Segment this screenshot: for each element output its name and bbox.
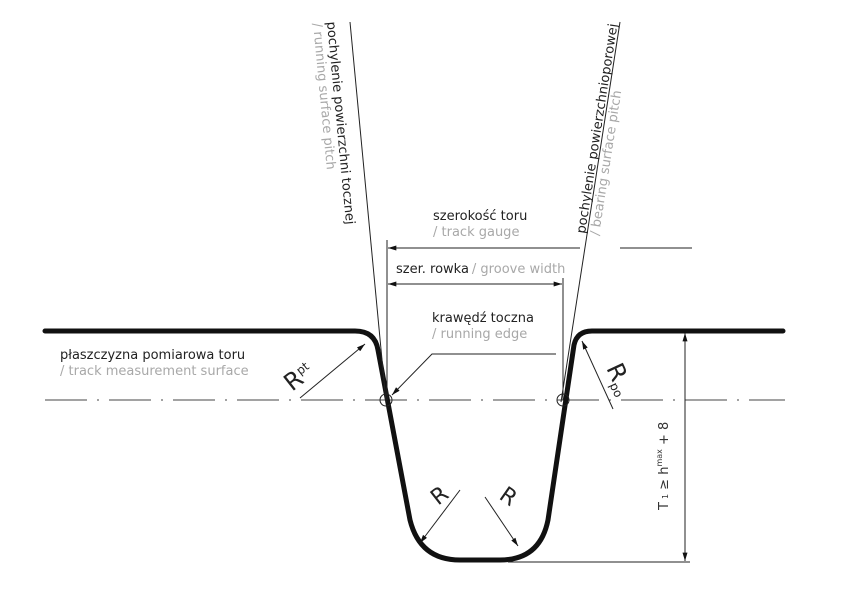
radius-left-label: R bbox=[426, 482, 453, 511]
running-edge-label: krawędź toczna bbox=[432, 311, 534, 326]
running-edge-point-left bbox=[379, 393, 393, 407]
radius-right-arrow bbox=[484, 496, 519, 547]
rail-profile bbox=[42, 328, 786, 563]
depth-formula: T1 ≥ hmax + 8 bbox=[655, 422, 672, 511]
radius-po-arrow bbox=[581, 340, 614, 410]
radius-right-label: R bbox=[495, 482, 522, 511]
radius-left-arrow bbox=[419, 489, 461, 544]
running-pitch-line bbox=[349, 21, 387, 403]
radius-pt-label: Rpt bbox=[278, 357, 318, 397]
running-edge-label-en: / running edge bbox=[432, 327, 527, 342]
groove-width-label: szer. rowka/ groove width bbox=[396, 262, 565, 277]
track-gauge-label: szerokość toru bbox=[433, 209, 527, 224]
track-gauge-label-en: / track gauge bbox=[433, 225, 519, 240]
running-edge-point-right bbox=[556, 393, 570, 407]
bearing-pitch-line bbox=[560, 21, 621, 403]
running-edge-leader bbox=[391, 353, 556, 396]
measurement-surface-label: płaszczyzna pomiarowa toru bbox=[60, 348, 245, 363]
measurement-surface-label-en: / track measurement surface bbox=[60, 364, 249, 379]
radius-pt-arrow bbox=[299, 343, 366, 399]
